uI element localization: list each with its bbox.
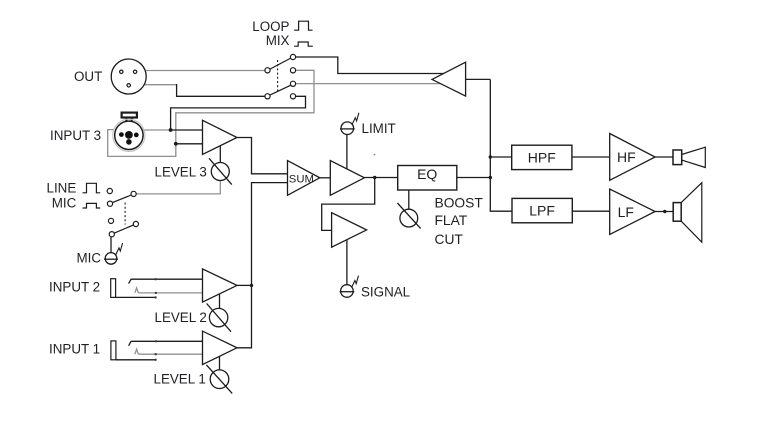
svg-text:LEVEL 3: LEVEL 3 (155, 165, 207, 180)
svg-text:MIC: MIC (76, 250, 101, 265)
svg-text:LPF: LPF (529, 203, 555, 219)
svg-text:INPUT 2: INPUT 2 (49, 279, 100, 294)
svg-text:LOOP: LOOP (252, 19, 289, 34)
svg-text:CUT: CUT (435, 232, 464, 247)
svg-text:LIMIT: LIMIT (362, 121, 396, 136)
svg-text:LINE: LINE (47, 181, 77, 196)
svg-text:SIGNAL: SIGNAL (361, 284, 410, 299)
svg-text:LF: LF (618, 204, 634, 220)
svg-text:EQ: EQ (417, 166, 437, 182)
svg-text:HPF: HPF (528, 149, 556, 165)
svg-text:HF: HF (617, 149, 636, 165)
svg-text:MIX: MIX (266, 33, 290, 48)
svg-text:OUT: OUT (74, 69, 102, 84)
svg-text:INPUT 3: INPUT 3 (50, 128, 101, 143)
svg-text:LEVEL 1: LEVEL 1 (154, 372, 206, 387)
svg-text:SUM: SUM (289, 173, 314, 185)
svg-text:BOOST: BOOST (435, 196, 484, 211)
svg-text:INPUT 1: INPUT 1 (49, 341, 100, 356)
svg-text:MIC: MIC (52, 196, 77, 211)
svg-text:LEVEL 2: LEVEL 2 (155, 310, 207, 325)
svg-text:FLAT: FLAT (435, 213, 468, 228)
